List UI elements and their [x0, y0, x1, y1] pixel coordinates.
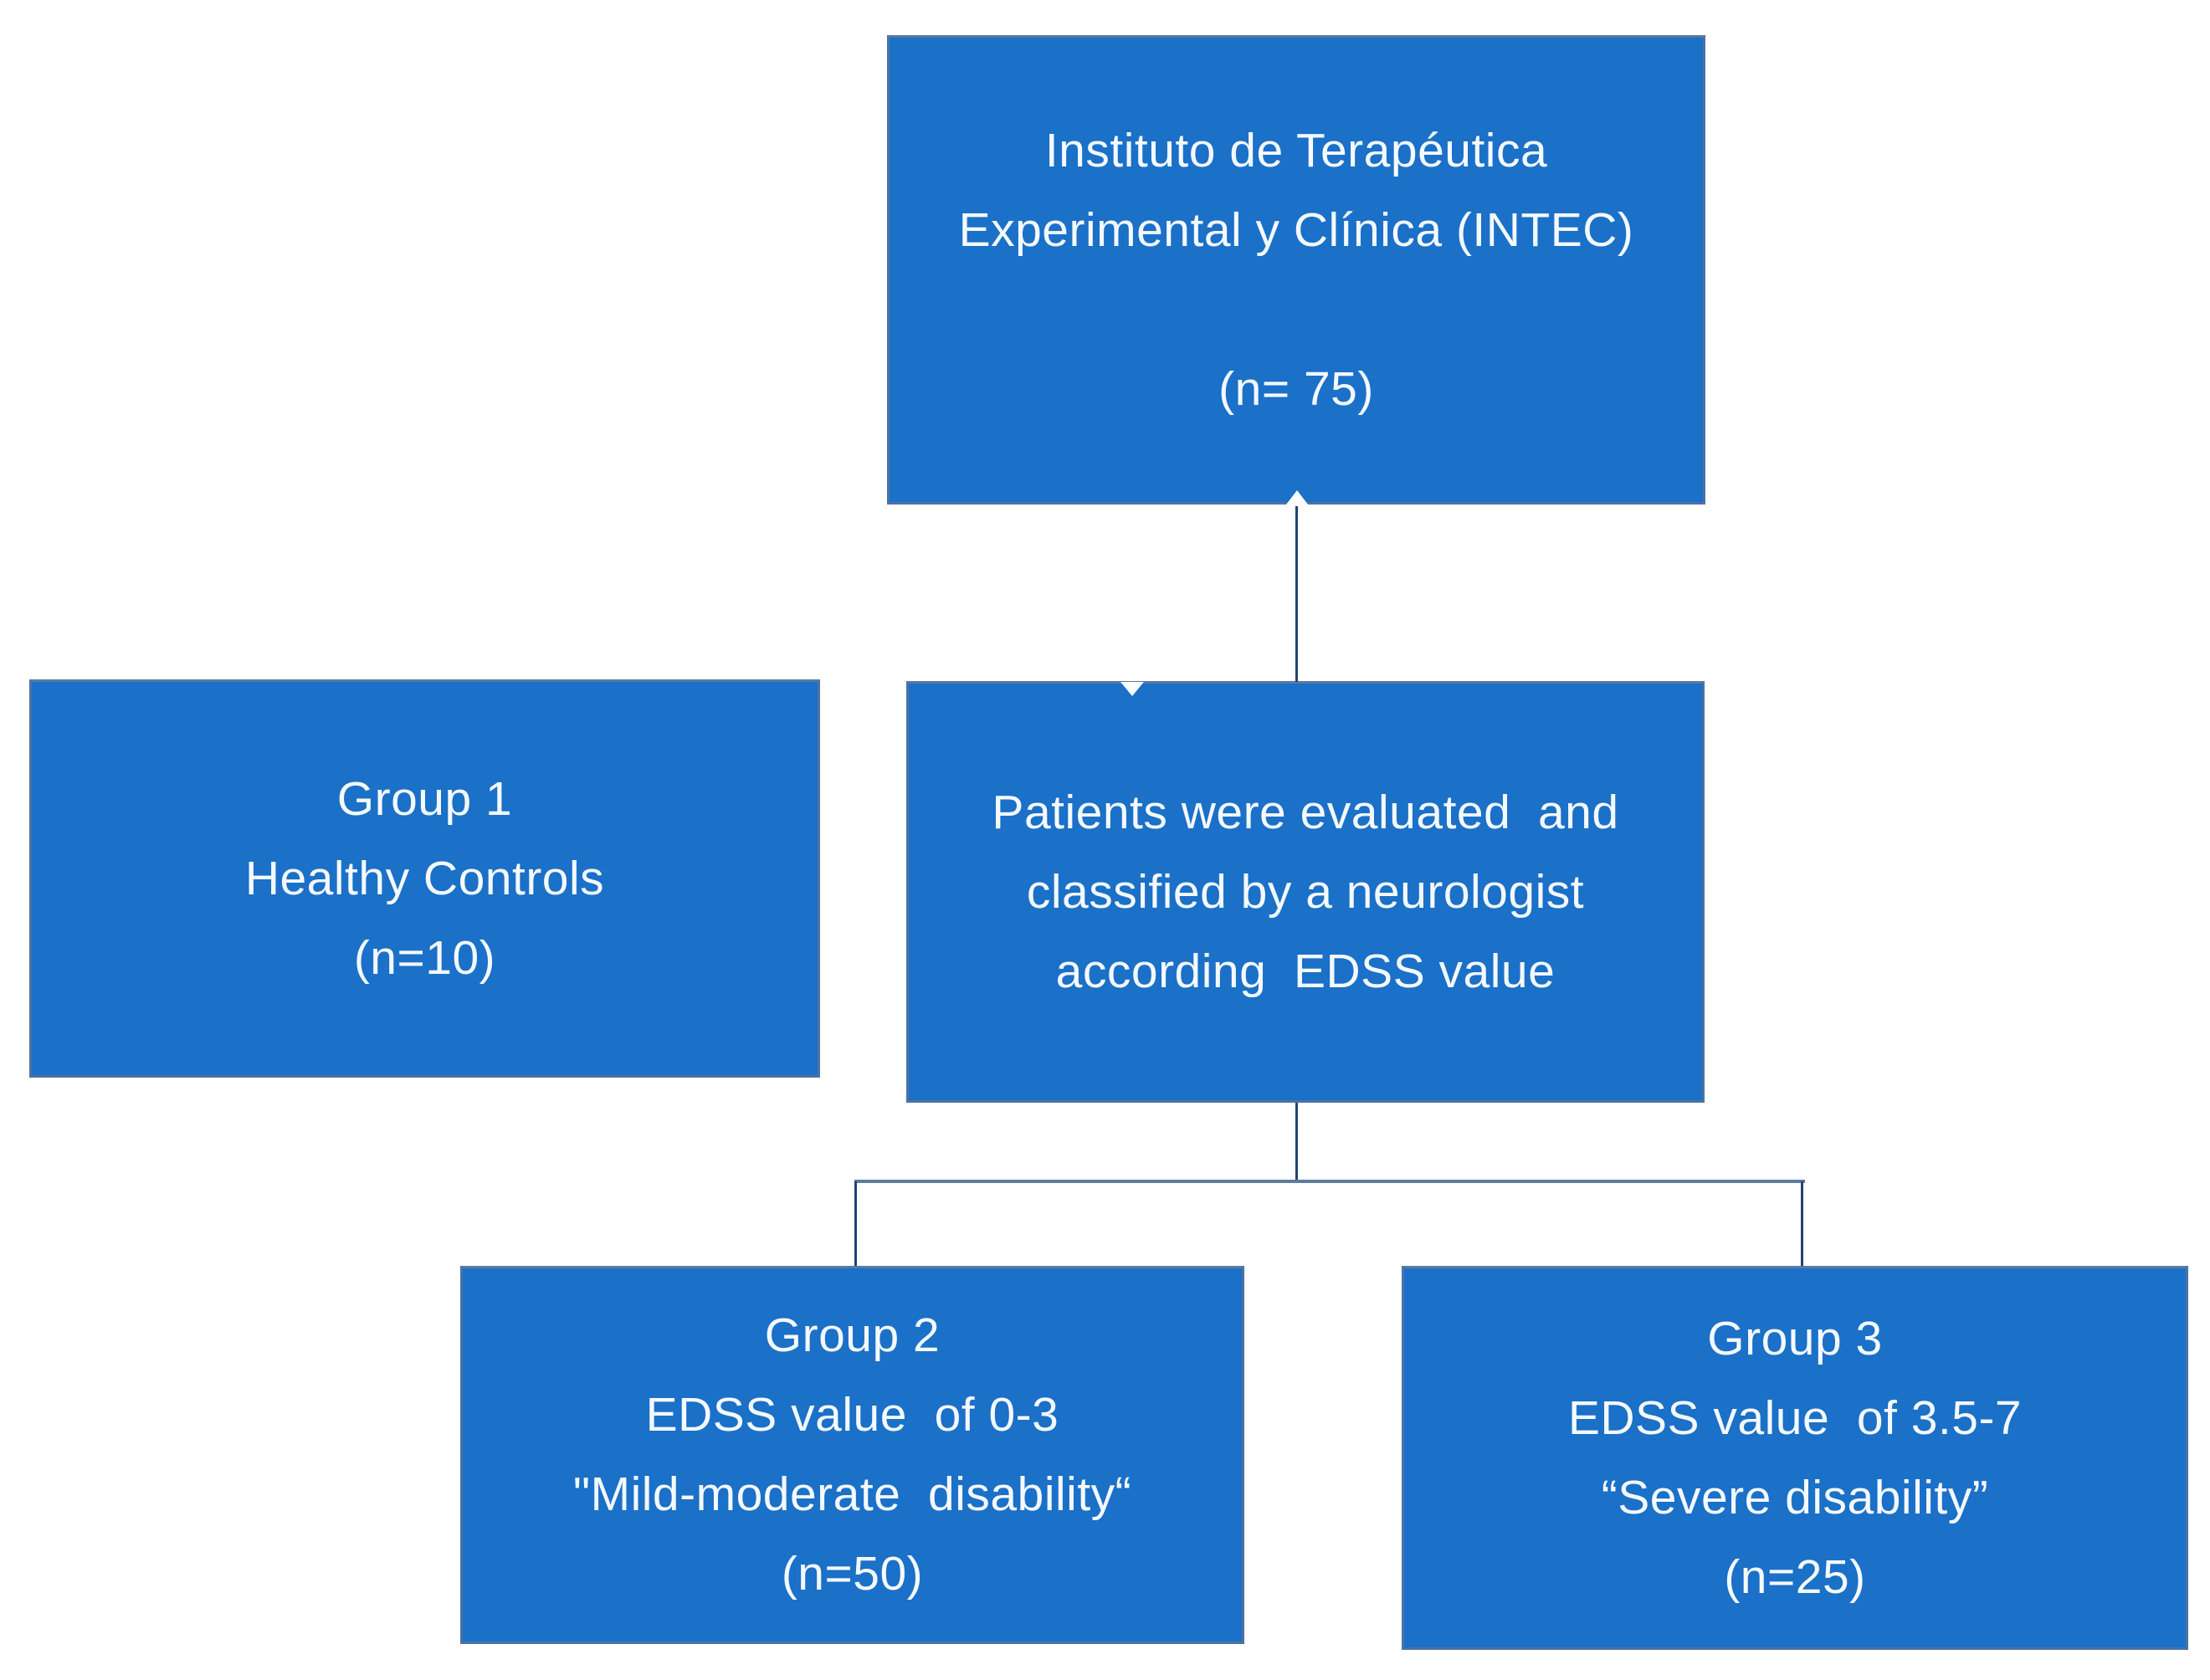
node-group1: Group 1 Healthy Controls (n=10) [29, 679, 820, 1078]
connector-evaluation-stem [1295, 1103, 1298, 1181]
connector-split-horizontal [854, 1180, 1805, 1183]
node-group2-n-value: (n=50) [781, 1547, 924, 1601]
connector-to-group3 [1801, 1181, 1803, 1266]
node-intec-title-line-2: Experimental y Clínica (INTEC) [958, 202, 1634, 257]
node-group3-edss-range: EDSS value of 3.5-7 [1567, 1391, 2023, 1445]
arrowhead-down-icon [1120, 682, 1144, 696]
node-group2-edss-range: EDSS value of 0-3 [645, 1388, 1059, 1442]
node-group3-n-value: (n=25) [1724, 1549, 1866, 1604]
node-intec-n-value: (n= 75) [1218, 361, 1374, 416]
node-evaluation-line-2: classified by a neurologist [1026, 864, 1585, 919]
node-intec-title-line-1: Instituto de Terapéutica [1044, 123, 1548, 177]
node-evaluation-line-3: according EDSS value [1055, 944, 1556, 998]
node-group3: Group 3 EDSS value of 3.5-7 “Severe disa… [1402, 1266, 2188, 1650]
node-group2-description: "Mild-moderate disability“ [572, 1467, 1132, 1521]
node-group1-n-value: (n=10) [353, 930, 496, 985]
node-group3-title: Group 3 [1707, 1311, 1883, 1365]
arrowhead-up-icon [1286, 490, 1308, 505]
connector-to-group2 [854, 1181, 857, 1266]
node-evaluation-line-1: Patients were evaluated and [992, 785, 1619, 839]
node-intec: Instituto de Terapéutica Experimental y … [887, 35, 1705, 505]
node-group3-description: “Severe disability” [1601, 1470, 1989, 1524]
node-evaluation: Patients were evaluated and classified b… [906, 681, 1705, 1103]
node-group1-title: Group 1 [336, 771, 513, 826]
node-group2: Group 2 EDSS value of 0-3 "Mild-moderate… [460, 1266, 1244, 1644]
connector-intec-to-evaluation [1295, 506, 1298, 682]
node-group1-description: Healthy Controls [244, 851, 605, 905]
node-group2-title: Group 2 [764, 1309, 941, 1362]
